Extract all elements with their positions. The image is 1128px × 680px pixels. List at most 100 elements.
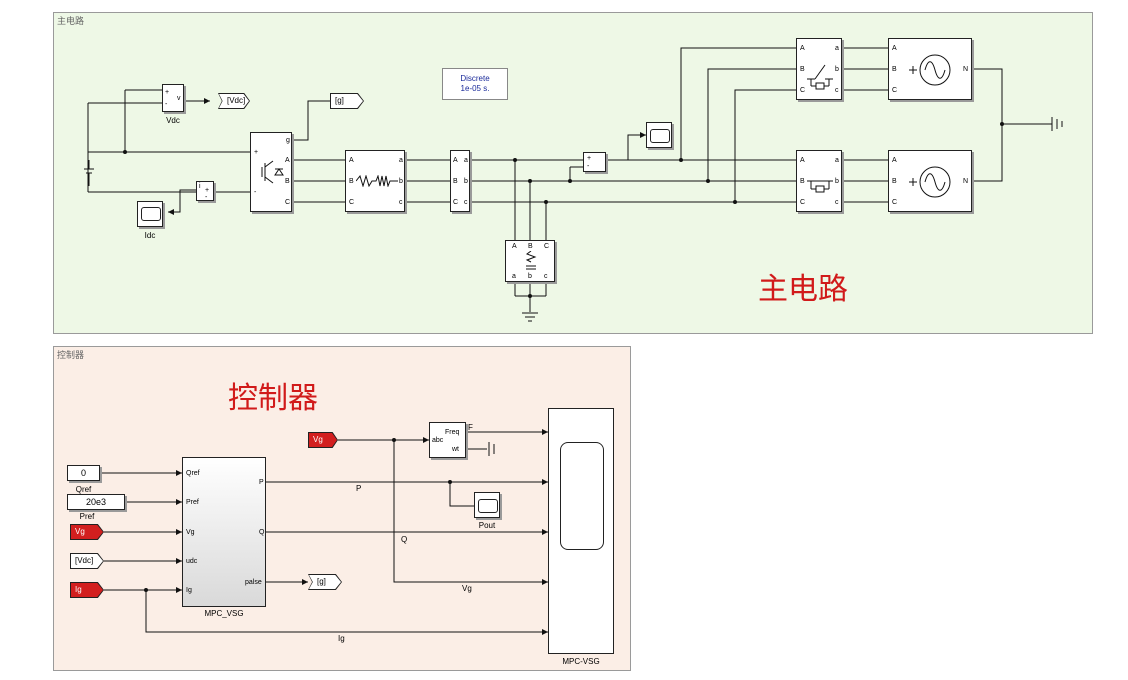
series-rl-branch[interactable]: A B C a b c	[345, 150, 405, 212]
ac-source-upper[interactable]: A B C N	[888, 38, 972, 100]
rl-c-port: c	[399, 199, 403, 206]
breaker-lower[interactable]: A B C a b c	[796, 150, 842, 212]
sine-source-icon	[909, 54, 951, 86]
src2-A-port: A	[892, 157, 897, 164]
brk2-c-port: c	[835, 199, 839, 206]
rl-b-port: b	[399, 178, 403, 185]
controller-area: 控制器	[53, 346, 631, 671]
mpc-vsg-subsystem[interactable]: Qref Pref Vg udc Ig P Q palse	[182, 457, 266, 607]
qref-caption: Qref	[75, 485, 92, 494]
dc-source[interactable]	[83, 160, 95, 186]
mpc-out-q: Q	[259, 529, 265, 536]
lvs-plus-port: +	[587, 155, 592, 162]
signal-label-q: Q	[401, 535, 408, 544]
bridge-A-port: A	[285, 157, 290, 164]
main-area-title: 主电路	[57, 16, 85, 26]
mpc-in-ig: Ig	[186, 587, 192, 594]
goto-vdc-tag[interactable]: [Vdc]	[218, 93, 250, 109]
bridge-B-port: B	[285, 178, 290, 185]
current-measurement-block[interactable]: i + -	[196, 181, 214, 201]
vi-A-port: A	[453, 157, 458, 164]
bridge-minus-port: -	[254, 189, 257, 196]
src2-N-port: N	[963, 178, 969, 185]
breaker-upper[interactable]: A B C a b c	[796, 38, 842, 100]
vm-minus-port: -	[165, 101, 168, 108]
brk1-c-port: c	[835, 87, 839, 94]
rc-A-port: A	[512, 243, 517, 250]
voltage-measurement-block[interactable]: + - v	[162, 84, 184, 112]
rc-filter-block[interactable]: A B C a b c	[505, 240, 555, 282]
brk1-C-port: C	[800, 87, 806, 94]
idc-scope[interactable]	[137, 201, 163, 227]
brk1-b-port: b	[835, 66, 839, 73]
vi-B-port: B	[453, 178, 458, 185]
controller-label: 控制器	[228, 381, 318, 416]
rc-b-port: b	[528, 273, 532, 280]
qref-constant[interactable]: 0	[67, 465, 100, 481]
vm-plus-port: +	[165, 89, 170, 96]
brk2-b-port: b	[835, 178, 839, 185]
src2-C-port: C	[892, 199, 898, 206]
from-vg-top-tag[interactable]: Vg	[308, 432, 338, 448]
scope-screen-icon	[560, 442, 604, 550]
switch-icon	[807, 180, 833, 193]
pll-wt-port: wt	[452, 446, 459, 453]
rc-C-port: C	[544, 243, 550, 250]
controller-area-title: 控制器	[57, 350, 85, 360]
rc-a-port: a	[512, 273, 516, 280]
im-minus-port: -	[205, 194, 208, 201]
from-vdc-tag[interactable]: [Vdc]	[70, 553, 104, 569]
vdc-caption: Vdc	[166, 116, 180, 125]
pref-caption: Pref	[79, 512, 95, 521]
ac-source-lower[interactable]: A B C N	[888, 150, 972, 212]
mpc-in-udc: udc	[186, 558, 198, 565]
pout-scope[interactable]	[474, 492, 500, 518]
brk1-a-port: a	[835, 45, 839, 52]
vi-a-port: a	[464, 157, 468, 164]
signal-label-vg: Vg	[462, 584, 472, 593]
powergui-block[interactable]: Discrete 1e-05 s.	[442, 68, 508, 100]
idc-caption: Idc	[144, 231, 156, 240]
mpc-vsg-scope[interactable]	[548, 408, 614, 654]
brk2-C-port: C	[800, 199, 806, 206]
signal-label-f: F	[468, 423, 473, 432]
bridge-g-port: g	[286, 137, 290, 144]
switch-icon	[807, 64, 833, 90]
mpc-out-p: P	[259, 479, 264, 486]
from-ig-tag[interactable]: Ig	[70, 582, 104, 598]
src1-C-port: C	[892, 87, 898, 94]
vi-measurement-block[interactable]: A B C a b c	[450, 150, 470, 212]
im-i-port: i	[199, 183, 201, 190]
igbt-bridge-block[interactable]: g + - A B C	[250, 132, 292, 212]
mpc-in-vg: Vg	[186, 529, 195, 536]
bridge-C-port: C	[285, 199, 291, 206]
src1-A-port: A	[892, 45, 897, 52]
signal-label-ig: Ig	[338, 634, 345, 643]
rc-c-port: c	[544, 273, 548, 280]
bridge-plus-port: +	[254, 149, 259, 156]
signal-label-p: P	[356, 484, 362, 493]
brk1-A-port: A	[800, 45, 805, 52]
sine-source-icon	[909, 166, 951, 198]
mpc-in-qref: Qref	[186, 470, 200, 477]
brk2-a-port: a	[835, 157, 839, 164]
pll-block[interactable]: abc Freq wt	[429, 422, 466, 458]
from-vg-tag[interactable]: Vg	[70, 524, 104, 540]
pref-constant[interactable]: 20e3	[67, 494, 125, 510]
from-g-tag[interactable]: [g]	[330, 93, 364, 109]
igbt-icon	[261, 160, 284, 184]
line-voltage-sensor[interactable]: + -	[583, 152, 606, 172]
src1-B-port: B	[892, 66, 897, 73]
rc-B-port: B	[528, 243, 533, 250]
rl-B-port: B	[349, 178, 354, 185]
pout-caption: Pout	[478, 521, 496, 530]
powergui-step: 1e-05 s.	[460, 84, 490, 93]
brk1-B-port: B	[800, 66, 805, 73]
goto-g-tag[interactable]: [g]	[308, 574, 342, 590]
mpc-in-pref: Pref	[186, 499, 199, 506]
vi-C-port: C	[453, 199, 459, 206]
mpc-vsg-caption: MPC_VSG	[204, 609, 244, 618]
voltage-scope[interactable]	[646, 122, 672, 148]
brk2-A-port: A	[800, 157, 805, 164]
